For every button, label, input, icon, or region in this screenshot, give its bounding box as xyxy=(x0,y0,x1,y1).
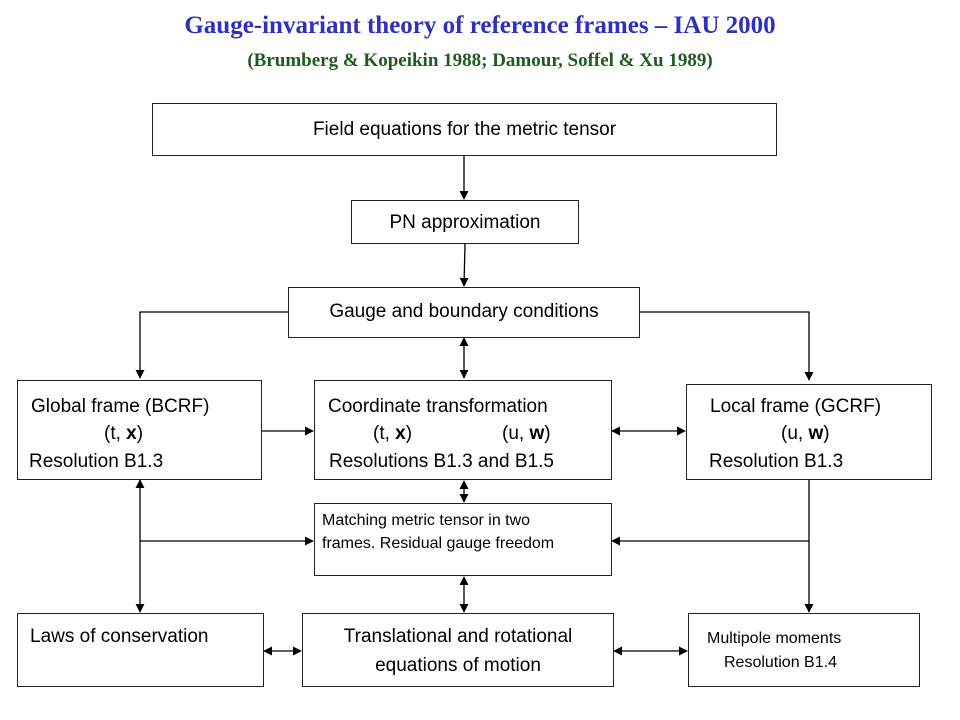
coordinate-transformation-box: Coordinate transformation (t, x) (u, w) … xyxy=(314,380,612,480)
coordinate-left: (t, x) xyxy=(373,423,412,445)
global-coord-x: x xyxy=(126,423,137,444)
coord-right-open: (u, xyxy=(502,423,530,444)
coord-right-close: ) xyxy=(544,423,551,444)
local-frame-name: Local frame (GCRF) xyxy=(710,396,882,417)
arrow-gauge-to-local xyxy=(640,311,814,381)
laws-conservation-box: Laws of conservation xyxy=(17,613,264,687)
pn-approximation-box: PN approximation xyxy=(351,200,579,244)
coordinate-transformation-name: Coordinate transformation xyxy=(328,396,548,417)
local-frame-box: Local frame (GCRF) (u, w) Resolution B1.… xyxy=(686,384,932,480)
global-frame-resolution: Resolution B1.3 xyxy=(29,451,164,472)
matching-line1: Matching metric tensor in two xyxy=(322,512,531,529)
coordinate-resolutions: Resolutions B1.3 and B1.5 xyxy=(329,451,554,472)
gauge-conditions-box: Gauge and boundary conditions xyxy=(288,287,640,338)
diagram-title: Gauge-invariant theory of reference fram… xyxy=(184,12,776,39)
global-coord-close: ) xyxy=(136,423,144,444)
coord-left-open: (t, xyxy=(373,423,396,444)
matching-line2: frames. Residual gauge freedom xyxy=(322,535,555,552)
pn-approximation-label: PN approximation xyxy=(389,212,541,233)
field-equations-box: Field equations for the metric tensor xyxy=(152,103,777,156)
multipole-line2: Resolution B1.4 xyxy=(724,654,837,671)
multipole-box: Multipole moments Resolution B1.4 xyxy=(688,613,920,687)
local-coord-open: (u, xyxy=(781,423,809,444)
arrow-pn-to-gauge xyxy=(459,243,469,287)
matching-box: Matching metric tensor in two frames. Re… xyxy=(314,503,612,576)
local-frame-coordinates: (u, w) xyxy=(781,423,830,445)
multipole-line1: Multipole moments xyxy=(707,630,842,647)
coordinate-right: (u, w) xyxy=(502,423,551,445)
local-coord-close: ) xyxy=(823,423,830,444)
coord-right-w: w xyxy=(529,423,545,444)
equations-motion-line1: Translational and rotational xyxy=(343,626,573,647)
equations-motion-box: Translational and rotational equations o… xyxy=(302,613,614,687)
local-frame-resolution: Resolution B1.3 xyxy=(709,451,844,472)
coord-left-close: ) xyxy=(405,423,413,444)
equations-motion-line2: equations of motion xyxy=(375,655,541,676)
laws-conservation-label: Laws of conservation xyxy=(30,626,209,647)
global-frame-name: Global frame (BCRF) xyxy=(31,396,210,417)
arrow-gauge-to-global xyxy=(135,311,288,379)
field-equations-label: Field equations for the metric tensor xyxy=(312,119,617,140)
global-frame-box: Global frame (BCRF) (t, x) Resolution B1… xyxy=(17,380,262,480)
coord-left-x: x xyxy=(395,423,406,444)
diagram-subtitle: (Brumberg & Kopeikin 1988; Damour, Soffe… xyxy=(247,50,713,71)
local-coord-w: w xyxy=(808,423,824,444)
global-coord-open: (t, xyxy=(104,423,127,444)
global-frame-coordinates: (t, x) xyxy=(104,423,143,445)
gauge-conditions-label: Gauge and boundary conditions xyxy=(329,301,599,322)
